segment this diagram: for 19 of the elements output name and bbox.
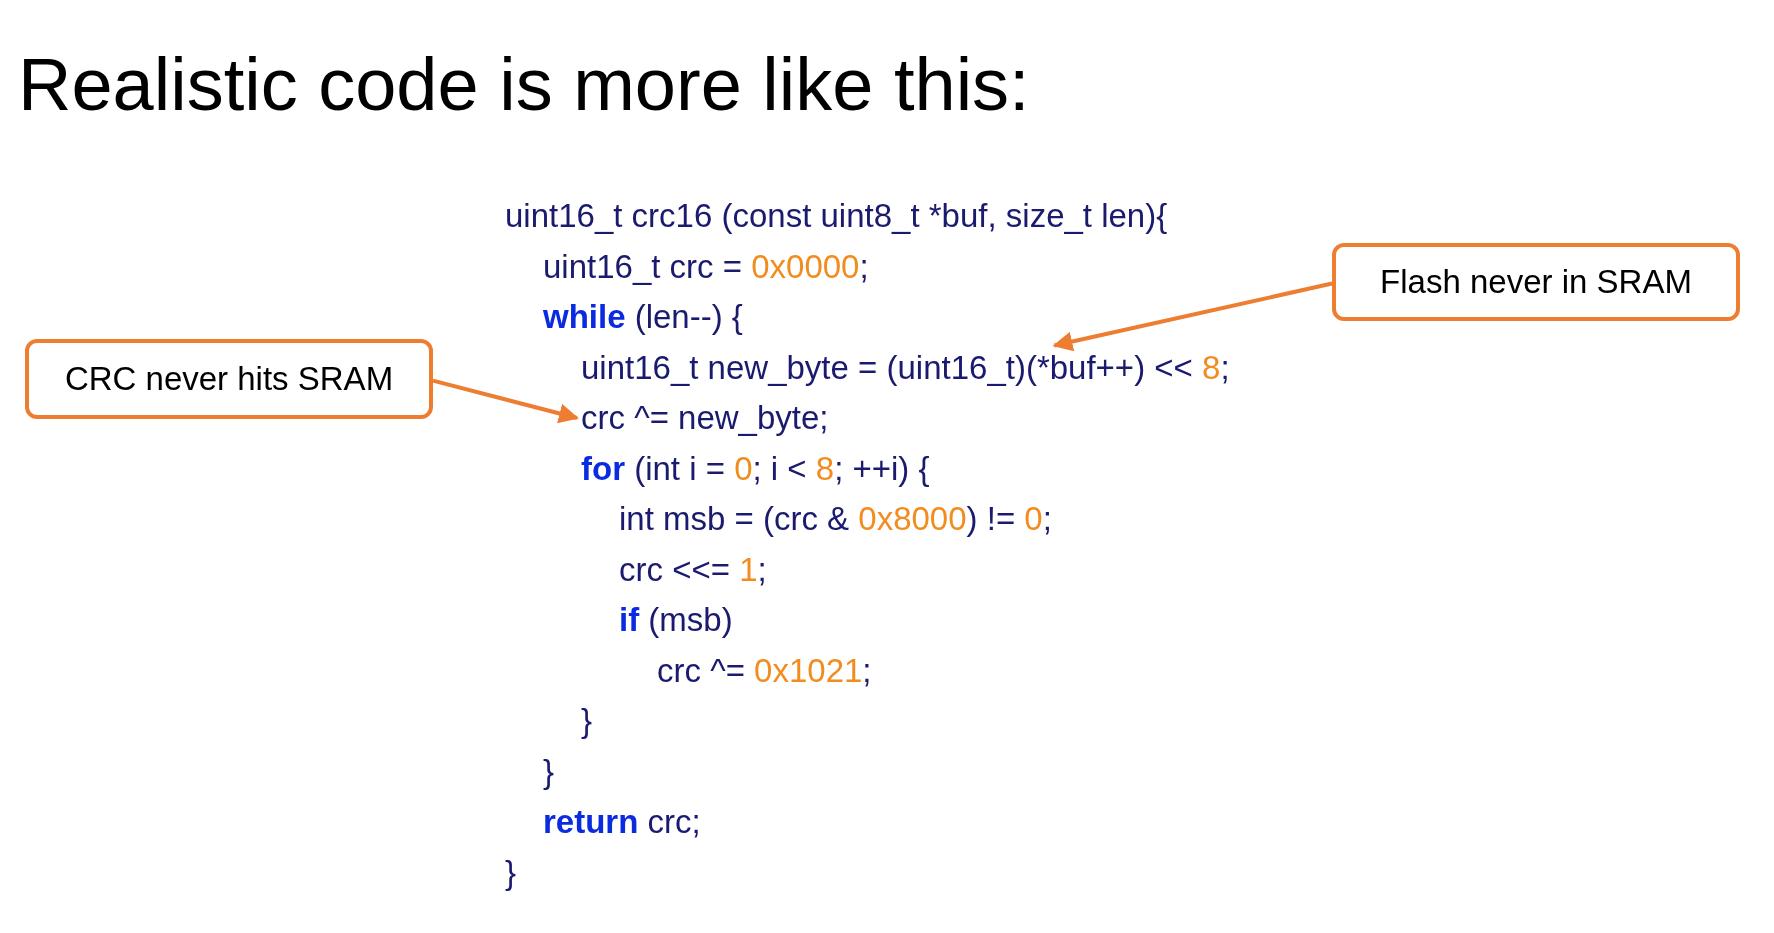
code-line: int msb = (crc & 0x8000) != 0; bbox=[619, 499, 1052, 539]
leader-arrow bbox=[1052, 281, 1333, 352]
slide-title: Realistic code is more like this: bbox=[18, 42, 1030, 127]
code-line: crc <<= 1; bbox=[619, 549, 767, 590]
leader-arrow bbox=[432, 378, 579, 424]
code-line: while (len--) { bbox=[543, 297, 743, 337]
code-line: return crc; bbox=[543, 802, 701, 842]
code-line: } bbox=[505, 852, 517, 893]
code-line: if (msb) bbox=[619, 600, 733, 640]
code-line: uint16_t new_byte = (uint16_t)(*buf++) << 8; bbox=[581, 347, 1230, 388]
callout-box: CRC never hits SRAM bbox=[25, 339, 433, 419]
code-line: } bbox=[543, 751, 555, 792]
code-line: for (int i = 0; i < 8; ++i) { bbox=[581, 448, 930, 489]
code-line: } bbox=[581, 701, 593, 741]
code-line: uint16_t crc = 0x0000; bbox=[543, 246, 869, 287]
code-line: crc ^= 0x1021; bbox=[657, 650, 872, 691]
code-line: crc ^= new_byte; bbox=[581, 398, 829, 438]
code-line: uint16_t crc16 (const uint8_t *buf, size_t len){ bbox=[505, 196, 1168, 236]
callout-box: Flash never in SRAM bbox=[1332, 243, 1740, 321]
